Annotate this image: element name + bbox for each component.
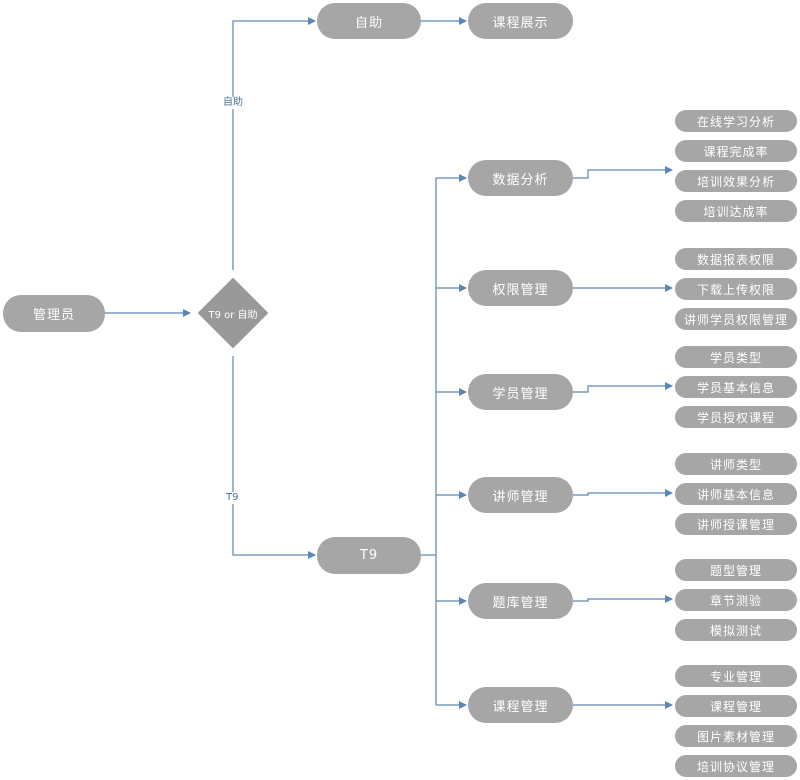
module-item[interactable]: 学员授权课程 — [675, 406, 797, 428]
module-item[interactable]: 培训协议管理 — [675, 755, 797, 777]
root-node-admin[interactable]: 管理员 — [3, 295, 105, 332]
connector-decision-self — [232, 17, 316, 270]
connector-module-items — [573, 166, 673, 179]
module-item[interactable]: 学员类型 — [675, 346, 797, 368]
module-item[interactable]: 讲师类型 — [675, 453, 797, 475]
module-item[interactable]: 学员基本信息 — [675, 376, 797, 398]
module-item[interactable]: 图片素材管理 — [675, 725, 797, 747]
module-node[interactable]: 数据分析 — [468, 160, 573, 196]
module-item[interactable]: 课程完成率 — [675, 140, 797, 162]
module-item[interactable]: 讲师授课管理 — [675, 513, 797, 535]
connector-module-items — [573, 382, 673, 393]
module-item[interactable]: 模拟测试 — [675, 619, 797, 641]
connector-decision-t9 — [232, 356, 316, 559]
node-course-display[interactable]: 课程展示 — [468, 3, 573, 39]
module-item[interactable]: 培训效果分析 — [675, 170, 797, 192]
module-item[interactable]: 章节测验 — [675, 589, 797, 611]
module-node[interactable]: 题库管理 — [468, 583, 573, 619]
module-node[interactable]: 讲师管理 — [468, 477, 573, 513]
module-item[interactable]: 下载上传权限 — [675, 278, 797, 300]
connector-module-items — [573, 595, 673, 603]
node-self-service[interactable]: 自助 — [317, 3, 421, 39]
module-item[interactable]: 题型管理 — [675, 559, 797, 581]
module-item[interactable]: 专业管理 — [675, 665, 797, 687]
connector-module-items — [573, 489, 673, 497]
module-node[interactable]: 权限管理 — [468, 270, 573, 306]
module-item[interactable]: 讲师学员权限管理 — [675, 308, 797, 330]
module-item[interactable]: 在线学习分析 — [675, 110, 797, 132]
module-node[interactable]: 学员管理 — [468, 374, 573, 410]
node-t9[interactable]: T9 — [317, 537, 421, 574]
decision-label: T9 or 自助 — [208, 309, 258, 321]
module-item[interactable]: 培训达成率 — [675, 200, 797, 222]
edge-label-self: 自助 — [223, 97, 243, 109]
module-item[interactable]: 课程管理 — [675, 695, 797, 717]
module-node[interactable]: 课程管理 — [468, 687, 573, 723]
module-item[interactable]: 讲师基本信息 — [675, 483, 797, 505]
module-item[interactable]: 数据报表权限 — [675, 248, 797, 270]
edge-label-t9: T9 — [226, 492, 239, 504]
